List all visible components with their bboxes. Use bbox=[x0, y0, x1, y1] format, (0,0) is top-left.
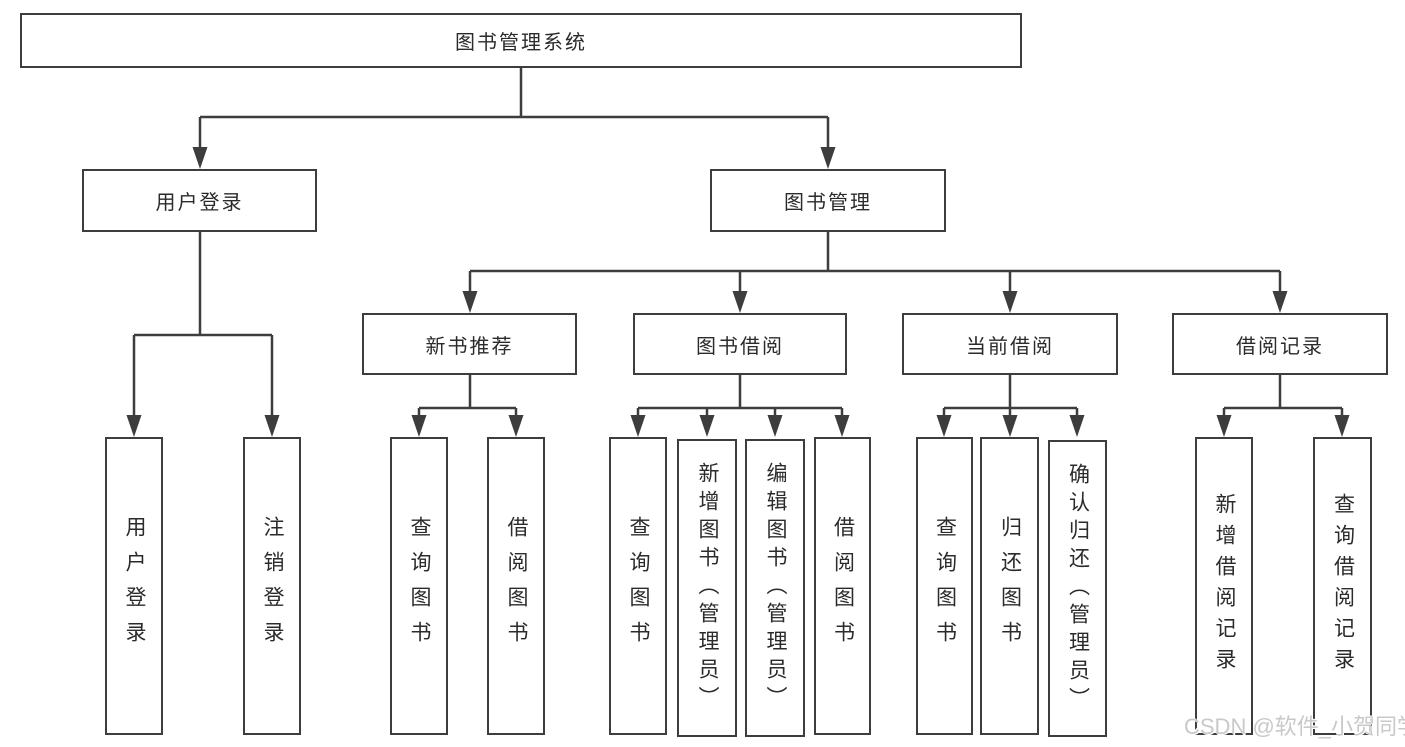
node-label: 借阅图书 bbox=[505, 516, 528, 656]
node-borrowing-records: 借阅记录 bbox=[1172, 313, 1388, 375]
node-label: 注销登录 bbox=[261, 516, 284, 656]
node-new-book-recommendation: 新书推荐 bbox=[362, 313, 577, 375]
node-leaf-return-books: 归还图书 bbox=[980, 437, 1039, 735]
node-book-management: 图书管理 bbox=[710, 169, 946, 232]
node-leaf-user-login: 用户登录 bbox=[105, 437, 163, 735]
node-label: 新增借阅记录 bbox=[1213, 493, 1236, 679]
node-leaf-query-books-2: 查询图书 bbox=[609, 437, 667, 735]
node-leaf-query-books-1: 查询图书 bbox=[390, 437, 448, 735]
node-leaf-logout: 注销登录 bbox=[243, 437, 301, 735]
node-label: 借阅记录 bbox=[1236, 335, 1324, 358]
node-leaf-query-borrow-record: 查询借阅记录 bbox=[1313, 437, 1372, 735]
node-book-borrowing: 图书借阅 bbox=[633, 313, 847, 375]
node-leaf-query-books-3: 查询图书 bbox=[916, 437, 973, 735]
node-label: 查询借阅记录 bbox=[1331, 493, 1355, 679]
node-label: 新书推荐 bbox=[425, 335, 514, 358]
node-leaf-add-books-admin: 新增图书（管理员） bbox=[677, 439, 737, 737]
node-label: 图书借阅 bbox=[696, 335, 784, 358]
node-label: 编辑图书（管理员） bbox=[764, 462, 787, 714]
node-label: 用户登录 bbox=[123, 516, 146, 656]
node-label: 图书管理 bbox=[784, 192, 872, 214]
node-leaf-confirm-return-admin: 确认归还（管理员） bbox=[1048, 440, 1107, 737]
node-label: 用户登录 bbox=[155, 192, 244, 214]
node-label: 查询图书 bbox=[627, 516, 650, 656]
node-label: 查询图书 bbox=[933, 516, 957, 656]
node-label: 归还图书 bbox=[998, 516, 1022, 656]
node-label: 当前借阅 bbox=[966, 335, 1054, 358]
node-user-login-group: 用户登录 bbox=[82, 169, 317, 232]
node-label: 确认归还（管理员） bbox=[1066, 462, 1090, 715]
node-library-management-system: 图书管理系统 bbox=[20, 13, 1022, 68]
node-current-borrowing: 当前借阅 bbox=[902, 313, 1118, 375]
node-label: 图书管理系统 bbox=[455, 32, 587, 54]
node-label: 新增图书（管理员） bbox=[696, 462, 719, 714]
node-leaf-add-borrow-record: 新增借阅记录 bbox=[1195, 437, 1253, 735]
node-label: 借阅图书 bbox=[831, 516, 855, 656]
node-label: 查询图书 bbox=[408, 516, 431, 656]
node-leaf-edit-books-admin: 编辑图书（管理员） bbox=[745, 439, 805, 737]
node-leaf-borrow-books-1: 借阅图书 bbox=[487, 437, 545, 735]
node-leaf-borrow-books-2: 借阅图书 bbox=[814, 437, 871, 735]
csdn-watermark: CSDN @软件_小贺同学 bbox=[1184, 714, 1405, 739]
